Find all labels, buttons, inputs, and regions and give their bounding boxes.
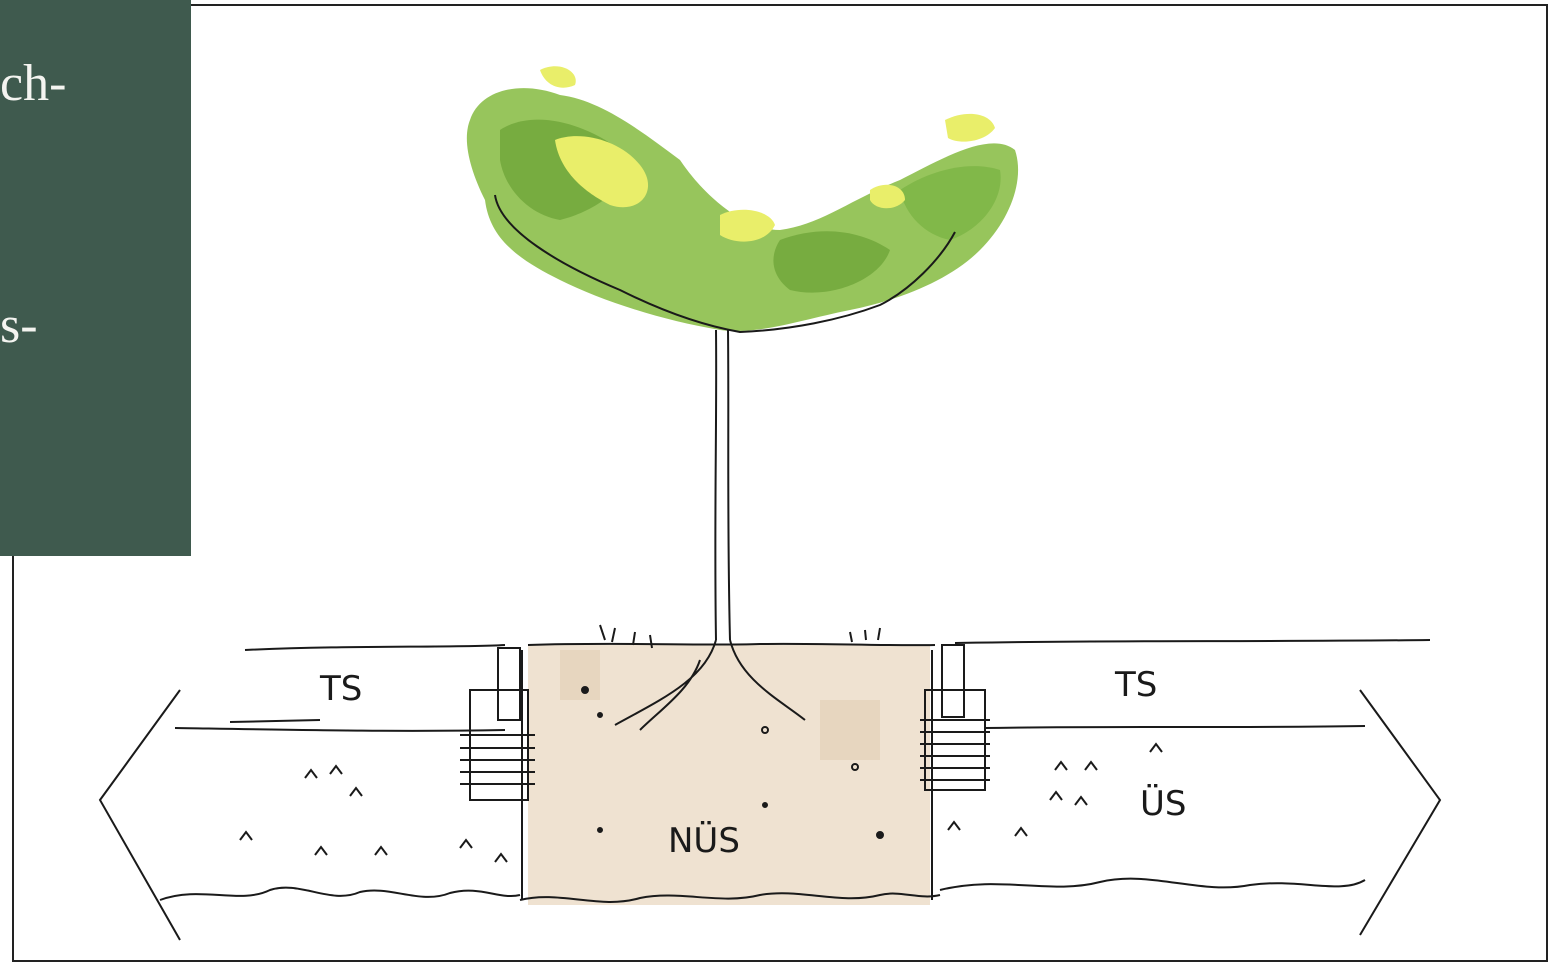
right-ts-label: TS bbox=[1114, 665, 1157, 705]
side-panel-text-line1: ch- bbox=[0, 58, 66, 110]
tree-trunk bbox=[715, 330, 730, 640]
left-curb bbox=[460, 648, 535, 900]
right-us-label: ÜS bbox=[1140, 783, 1186, 824]
tree-crown bbox=[467, 66, 1018, 332]
left-arrow-band bbox=[100, 690, 520, 940]
side-panel: ch- s- bbox=[0, 0, 191, 556]
right-arrow-band bbox=[940, 690, 1440, 935]
center-nus-label: NÜS bbox=[668, 820, 740, 861]
side-panel-text-line2: s- bbox=[0, 300, 38, 352]
right-curb bbox=[920, 645, 990, 900]
left-ts-label: TS bbox=[319, 669, 362, 709]
